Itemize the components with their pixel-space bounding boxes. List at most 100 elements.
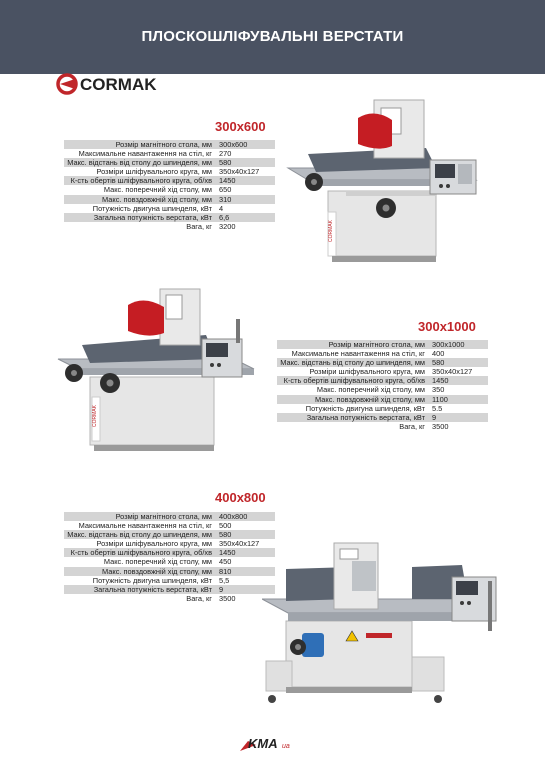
spec-label: Потужність двигуна шпинделя, кВт — [305, 403, 425, 413]
spec-value: 270 — [219, 149, 232, 159]
spec-label: Розмір магнітного стола, мм — [64, 512, 216, 522]
spec-row: Максимальне навантаження на стіл, кг 400 — [277, 349, 488, 358]
spec-value: 5,5 — [219, 575, 230, 585]
model-title-300x600: 300x600 — [215, 119, 266, 134]
spec-row: Макс. відстань від столу до шпинделя, мм… — [277, 358, 488, 368]
spec-row: К-сть обертів шліфувального круга, об/хв… — [277, 376, 488, 386]
svg-text:CORMAK: CORMAK — [80, 75, 157, 94]
spec-value: 810 — [216, 566, 275, 576]
spec-value: 5.5 — [432, 403, 443, 413]
spec-value: 350x40x127 — [219, 539, 260, 549]
spec-label: Максимальне навантаження на стіл, кг — [78, 521, 212, 531]
spec-label: Потужність двигуна шпинделя, кВт — [92, 575, 212, 585]
kma-logo: KMA ua — [240, 736, 290, 751]
spec-value: 1450 — [216, 176, 275, 186]
spec-row: Максимальне навантаження на стіл, кг 270 — [64, 149, 275, 158]
spec-label: Розміри шліфувального круга, мм — [96, 167, 213, 177]
grinder-machine-image-300x600: CORMAK — [286, 99, 478, 262]
spec-value: 580 — [216, 158, 275, 168]
spec-label: Макс. поперечний хід столу, мм — [103, 185, 212, 195]
spec-value: 3200 — [219, 221, 236, 231]
grinder-machine-image-300x1000: CORMAK — [57, 288, 255, 451]
spec-value: 3500 — [219, 593, 236, 603]
model-title-300x1000: 300x1000 — [418, 319, 476, 334]
spec-label: Макс. повздовжній хід столу, мм — [64, 194, 216, 204]
spec-value: 310 — [216, 194, 275, 204]
spec-value: 300x600 — [216, 140, 275, 150]
model-title-400x800: 400x800 — [215, 490, 266, 505]
spec-value: 580 — [216, 530, 275, 540]
spec-value: 450 — [219, 557, 232, 567]
spec-label: Розміри шліфувального круга, мм — [309, 367, 426, 377]
svg-text:KMA: KMA — [248, 736, 278, 751]
spec-row: Макс. поперечний хід столу, мм 650 — [64, 185, 275, 194]
spec-value: 580 — [429, 358, 488, 368]
header-band — [0, 0, 545, 74]
page-title: ПЛОСКОШЛІФУВАЛЬНІ ВЕРСТАТИ — [141, 28, 404, 45]
spec-row: Розміри шліфувального круга, мм 350x40x12… — [277, 367, 488, 376]
spec-label: Вага, кг — [186, 593, 212, 603]
spec-row: Вага, кг 3200 — [64, 222, 275, 231]
spec-label: Макс. повздовжній хід столу, мм — [64, 566, 216, 576]
spec-label: Загальна потужність верстата, кВт — [64, 584, 216, 594]
spec-value: 350x40x127 — [432, 367, 473, 377]
grinder-machine-image-400x800 — [262, 542, 497, 703]
spec-label: Макс. поперечний хід столу, мм — [316, 385, 425, 395]
spec-value: 1450 — [216, 548, 275, 558]
spec-label: Максимальне навантаження на стіл, кг — [291, 349, 425, 359]
spec-label: Макс. відстань від столу до шпинделя, мм — [64, 158, 216, 168]
spec-value: 9 — [216, 584, 275, 594]
spec-row: К-сть обертів шліфувального круга, об/хв… — [64, 176, 275, 186]
spec-label: Макс. відстань від столу до шпинделя, мм — [277, 358, 429, 368]
svg-text:CORMAK: CORMAK — [92, 404, 98, 427]
spec-row: Потужність двигуна шпинделя, кВт 5,5 — [64, 576, 275, 585]
spec-value: 6,6 — [216, 212, 275, 222]
spec-row: Макс. відстань від столу до шпинделя, мм… — [64, 530, 275, 540]
spec-row: Макс. поперечний хід столу, мм 350 — [277, 385, 488, 394]
svg-text:ua: ua — [282, 743, 290, 750]
spec-label: Макс. повздовжній хід столу, мм — [277, 394, 429, 404]
spec-label: Макс. відстань від столу до шпинделя, мм — [64, 530, 216, 540]
spec-label: Загальна потужність верстата, кВт — [277, 412, 429, 422]
spec-row: Макс. відстань від столу до шпинделя, мм… — [64, 158, 275, 168]
spec-value: 400x800 — [216, 512, 275, 522]
spec-label: К-сть обертів шліфувального круга, об/хв — [277, 376, 429, 386]
spec-value: 4 — [219, 203, 224, 213]
spec-label: Розмір магнітного стола, мм — [64, 140, 216, 150]
spec-row: Максимальне навантаження на стіл, кг 500 — [64, 521, 275, 530]
spec-value: 300x1000 — [429, 340, 488, 350]
spec-value: 350 — [432, 385, 445, 395]
spec-label: К-сть обертів шліфувального круга, об/хв — [64, 176, 216, 186]
spec-label: Вага, кг — [399, 421, 425, 431]
spec-value: 650 — [219, 185, 232, 195]
spec-value: 1100 — [429, 394, 488, 404]
spec-row: Потужність двигуна шпинделя, кВт 5.5 — [277, 404, 488, 413]
spec-value: 400 — [432, 349, 445, 359]
spec-row: К-сть обертів шліфувального круга, об/хв… — [64, 548, 275, 558]
spec-label: Загальна потужність верстата, кВт — [64, 212, 216, 222]
spec-value: 500 — [219, 521, 232, 531]
spec-row: Вага, кг 3500 — [64, 594, 275, 603]
spec-label: Потужність двигуна шпинделя, кВт — [92, 203, 212, 213]
spec-row: Потужність двигуна шпинделя, кВт 4 — [64, 204, 275, 213]
spec-label: Вага, кг — [186, 221, 212, 231]
spec-value: 1450 — [429, 376, 488, 386]
spec-label: Максимальне навантаження на стіл, кг — [78, 149, 212, 159]
spec-value: 9 — [429, 412, 488, 422]
spec-value: 3500 — [432, 421, 449, 431]
